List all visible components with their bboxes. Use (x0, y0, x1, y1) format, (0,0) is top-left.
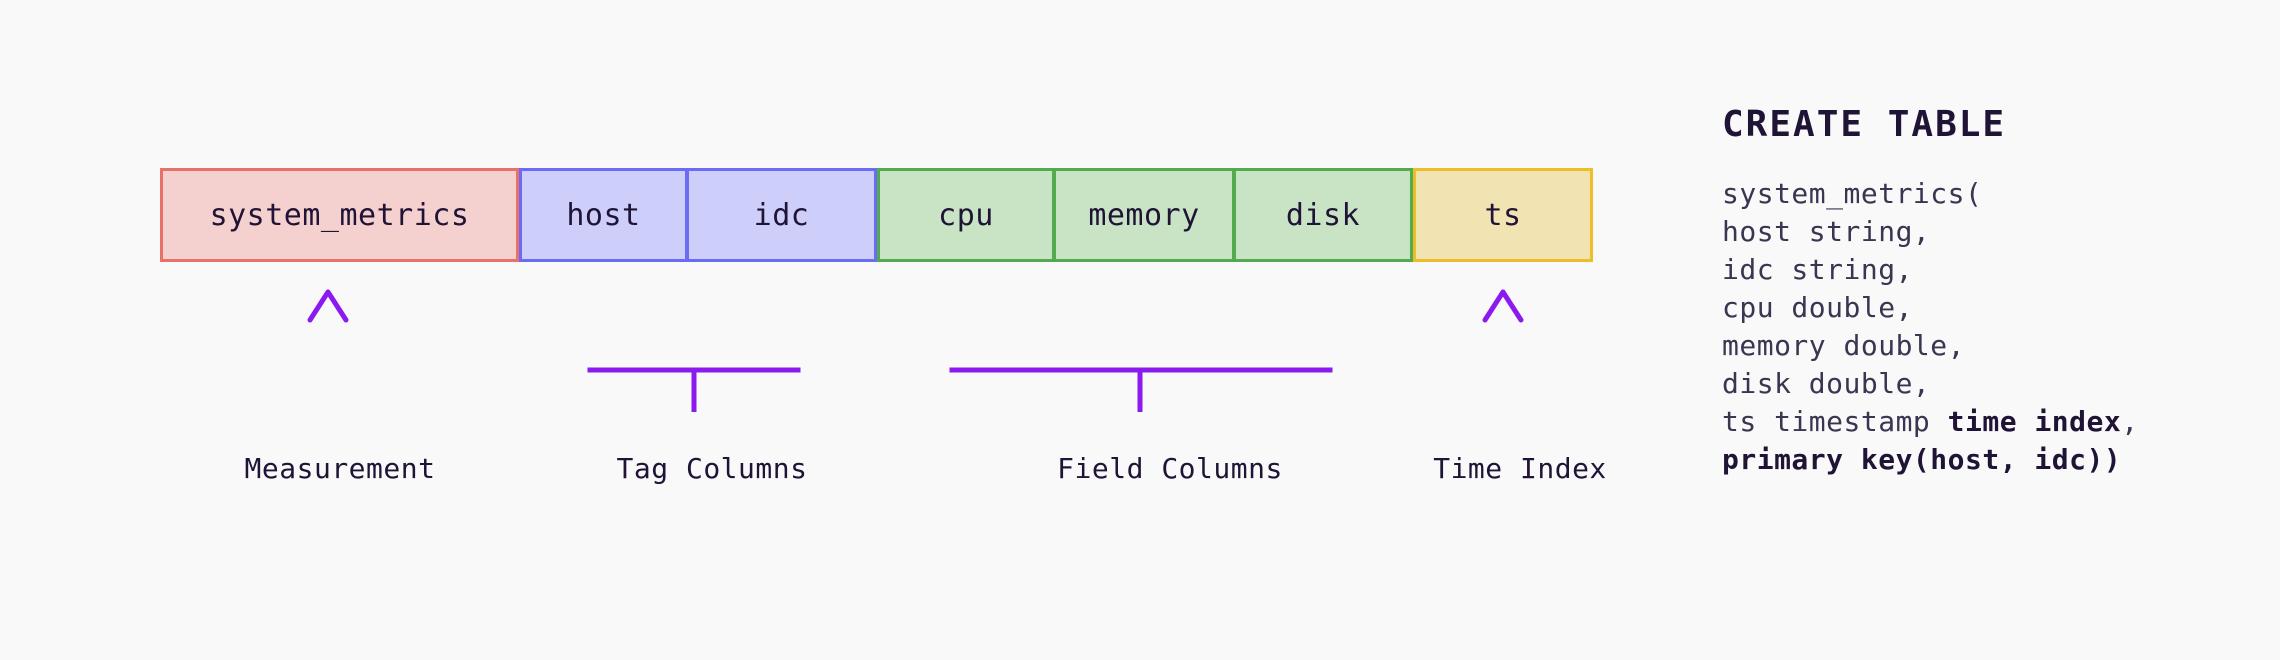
sql-title: CREATE TABLE (1722, 104, 2007, 145)
schema-cell-memory: memory (1053, 168, 1235, 262)
connector-arrow-time-index (1482, 289, 1524, 398)
sql-text: system_metrics( (1722, 177, 1983, 210)
sql-line: idc string, (1722, 251, 2242, 289)
schema-cell-ts: ts (1413, 168, 1593, 262)
schema-cell-label: ts (1484, 197, 1522, 233)
schema-cell-label: system_metrics (209, 197, 470, 233)
annotation-label-field-columns: Field Columns (1057, 452, 1283, 485)
schema-cell-host: host (519, 168, 688, 262)
sql-line: host string, (1722, 213, 2242, 251)
schema-cell-label: memory (1088, 197, 1200, 233)
sql-line: system_metrics( (1722, 175, 2242, 213)
sql-keyword: primary key(host, idc)) (1722, 443, 2122, 476)
connector-bracket-tag-columns (587, 298, 801, 412)
sql-line: primary key(host, idc)) (1722, 441, 2242, 479)
schema-cell-label: host (566, 197, 641, 233)
schema-cell-measurement: system_metrics (160, 168, 519, 262)
schema-cell-label: disk (1285, 197, 1361, 233)
sql-panel: CREATE TABLE system_metrics(host string,… (1722, 104, 2242, 479)
schema-cell-label: cpu (938, 197, 994, 233)
sql-line: ts timestamp time index, (1722, 403, 2242, 441)
sql-text: cpu double, (1722, 291, 1913, 324)
schema-cell-disk: disk (1233, 168, 1413, 262)
schema-cell-idc: idc (686, 168, 877, 262)
sql-text: memory double, (1722, 329, 1966, 362)
schema-cell-cpu: cpu (877, 168, 1055, 262)
annotation-label-tag-columns: Tag Columns (616, 452, 808, 485)
annotation-label-measurement: Measurement (244, 452, 436, 485)
connector-bracket-field-columns (949, 298, 1333, 412)
sql-line: memory double, (1722, 327, 2242, 365)
schema-cell-label: idc (753, 197, 810, 233)
sql-body: system_metrics(host string, idc string, cp… (1722, 175, 2242, 479)
sql-text: disk double, (1722, 367, 1931, 400)
sql-text: ts timestamp (1722, 405, 1948, 438)
sql-keyword: time index (1947, 405, 2122, 438)
annotation-label-time-index: Time Index (1433, 452, 1607, 485)
sql-line: disk double, (1722, 365, 2242, 403)
sql-text: , (2121, 405, 2139, 438)
connector-arrow-measurement (307, 289, 349, 398)
sql-text: host string, (1722, 215, 1931, 248)
sql-line: cpu double, (1722, 289, 2242, 327)
sql-text: idc string, (1722, 253, 1913, 286)
